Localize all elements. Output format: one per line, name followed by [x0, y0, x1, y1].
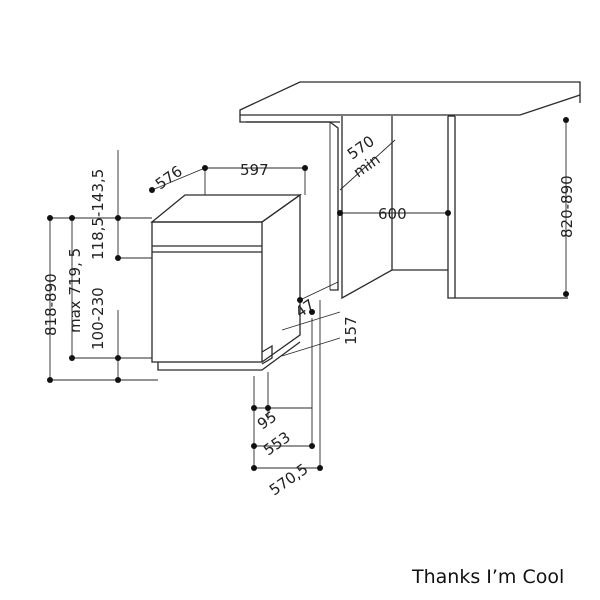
dot: [297, 297, 303, 303]
label-820-890: 820-890: [558, 175, 576, 238]
dot: [317, 465, 323, 471]
label-600: 600: [378, 205, 407, 223]
label-597: 597: [240, 161, 269, 179]
dot: [251, 405, 257, 411]
dot: [115, 255, 121, 261]
dot: [337, 210, 343, 216]
caption-text: Thanks I’m Cool: [412, 566, 565, 588]
label-576: 576: [152, 162, 186, 193]
dishwasher-foot: [261, 344, 273, 365]
dot: [251, 443, 257, 449]
label-max-719-5: max 719, 5: [66, 248, 84, 333]
dot: [69, 215, 75, 221]
dot: [115, 215, 121, 221]
dot: [309, 443, 315, 449]
dimension-dots: [47, 117, 569, 471]
niche-back-wall: [341, 116, 448, 300]
dot: [115, 355, 121, 361]
dimension-lines: [49, 120, 567, 470]
label-157: 157: [342, 316, 360, 345]
dot: [445, 210, 451, 216]
dim-line-47: [299, 281, 339, 301]
dot: [47, 215, 53, 221]
dot: [563, 117, 569, 123]
dimension-labels: 576 597 570 min 600 820-890 818-890 max …: [42, 132, 576, 499]
dot: [309, 309, 315, 315]
dot: [563, 291, 569, 297]
label-818-890: 818-890: [42, 273, 60, 336]
dishwasher-plinth: [157, 341, 301, 371]
dot: [202, 165, 208, 171]
dishwasher-top: [150, 194, 303, 223]
kitchen-niche: [239, 81, 581, 300]
label-570-5: 570,5: [266, 460, 312, 499]
dishwasher-side: [261, 193, 301, 363]
label-118-143: 118,5-143,5: [89, 169, 107, 260]
worktop-edge: [239, 115, 340, 123]
dim-line-576: [151, 167, 206, 191]
dim-line-157-top: [281, 311, 341, 331]
label-553: 553: [260, 428, 294, 459]
right-cabinet: [447, 116, 568, 299]
dot: [115, 377, 121, 383]
dim-line-157-bottom: [281, 337, 341, 357]
dot: [69, 355, 75, 361]
dot: [265, 405, 271, 411]
dot: [251, 465, 257, 471]
label-95: 95: [254, 408, 280, 434]
dot: [302, 165, 308, 171]
worktop: [239, 81, 581, 116]
label-100-230: 100-230: [89, 287, 107, 350]
dot: [149, 187, 155, 193]
dishwasher: [150, 193, 303, 371]
dot: [47, 377, 53, 383]
label-47: 47: [292, 296, 318, 322]
left-cabinet-wall: [246, 121, 339, 291]
dim-line-570: [339, 139, 396, 191]
dishwasher-front: [151, 221, 263, 363]
